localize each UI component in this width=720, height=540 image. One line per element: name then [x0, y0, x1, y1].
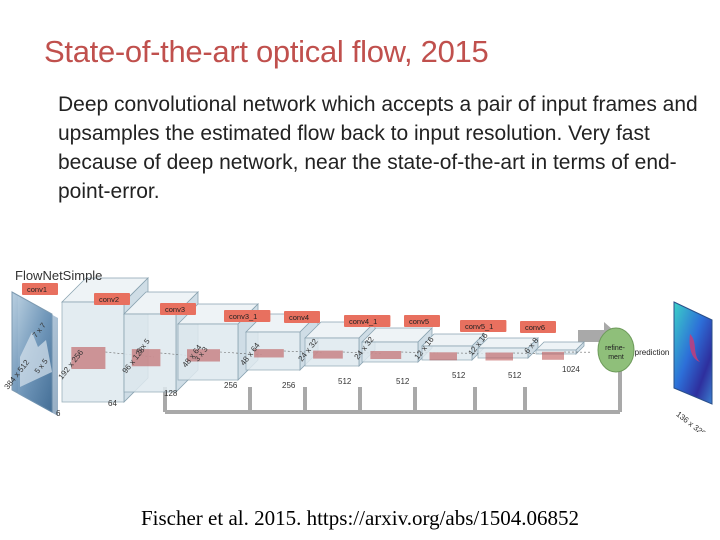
channel-label-3: 128 — [164, 389, 178, 398]
layer-labels: conv1 conv2 conv3 conv3_1 conv4 conv4_1 conv5 c… — [22, 283, 556, 333]
channel-labels: 6 64 128 256 256 512 512 512 512 1024 — [56, 365, 580, 418]
svg-text:conv4_1: conv4_1 — [349, 317, 377, 326]
layer-label-conv5_1: conv5_1 — [460, 320, 507, 332]
layer-label-conv1: conv1 — [22, 283, 58, 295]
input-frames — [11, 291, 58, 416]
channel-label-4: 256 — [224, 381, 238, 390]
skip-connections — [163, 370, 622, 414]
svg-text:conv4: conv4 — [289, 313, 309, 322]
channel-label-6: 512 — [338, 377, 352, 386]
layer-label-conv6: conv6 — [520, 321, 556, 333]
channel-label-5: 256 — [282, 381, 296, 390]
flow-output — [673, 301, 713, 405]
channel-label-1: 6 — [56, 409, 61, 418]
flownet-diagram: refine- ment prediction 136 x 320 FlowNe… — [2, 268, 713, 432]
refinement-label: refine- ment — [605, 345, 627, 361]
conv-block-6 — [361, 327, 439, 363]
prediction-label: prediction — [635, 348, 670, 357]
svg-text:conv6: conv6 — [525, 323, 545, 332]
svg-text:conv1: conv1 — [27, 285, 47, 294]
layer-label-conv3: conv3 — [160, 303, 196, 315]
channel-label-2: 64 — [108, 399, 117, 408]
layer-label-conv3_1: conv3_1 — [224, 310, 271, 322]
channel-label-9: 512 — [508, 371, 522, 380]
channel-label-10: 1024 — [562, 365, 580, 374]
conv-block-8 — [477, 337, 545, 361]
diagram-name: FlowNetSimple — [15, 268, 102, 283]
layer-label-conv4: conv4 — [284, 311, 320, 323]
svg-text:conv2: conv2 — [99, 295, 119, 304]
layer-label-conv4_1: conv4_1 — [344, 315, 391, 327]
output-size-label: 136 x 320 — [674, 410, 708, 432]
citation: Fischer et al. 2015. https://arxiv.org/a… — [140, 506, 580, 530]
slide-title: State-of-the-art optical flow, 2015 — [44, 34, 489, 69]
conv-block-9 — [535, 341, 591, 360]
svg-text:conv5_1: conv5_1 — [465, 322, 493, 331]
slide-body-text: Deep convolutional network which accepts… — [58, 93, 698, 203]
svg-text:conv3: conv3 — [165, 305, 185, 314]
refinement-block: refine- ment — [597, 327, 635, 373]
svg-text:conv5: conv5 — [409, 317, 429, 326]
layer-label-conv2: conv2 — [94, 293, 130, 305]
layer-label-conv5: conv5 — [404, 315, 440, 327]
channel-label-8: 512 — [452, 371, 466, 380]
channel-label-7: 512 — [396, 377, 410, 386]
svg-text:conv3_1: conv3_1 — [229, 312, 257, 321]
